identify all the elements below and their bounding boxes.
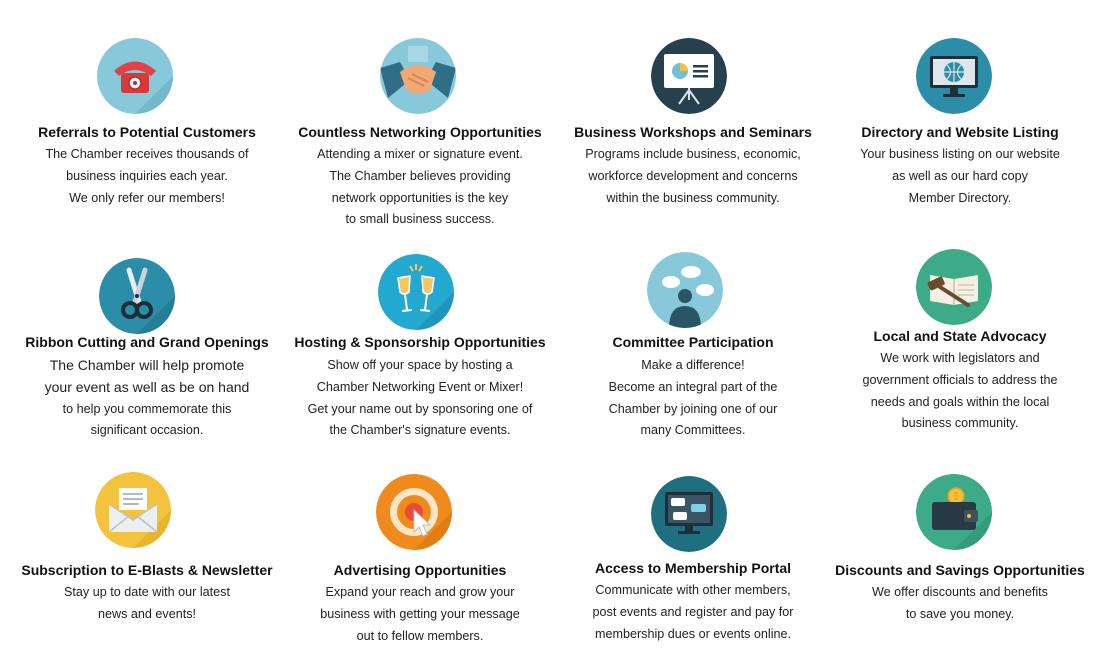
speech-bubbles-person-icon xyxy=(647,252,723,328)
target-cursor-icon xyxy=(376,474,452,550)
feature-title: Hosting & Sponsorship Opportunities xyxy=(294,334,546,350)
wallet-coin-icon xyxy=(916,474,992,550)
description-line: significant occasion. xyxy=(90,423,204,438)
feature-title: Business Workshops and Seminars xyxy=(574,124,812,140)
feature-description: Make a difference! Become an integral pa… xyxy=(555,355,831,442)
feature-title: Directory and Website Listing xyxy=(861,124,1059,140)
description-line: government officials to address the xyxy=(862,372,1058,387)
feature-title: Discounts and Savings Opportunities xyxy=(835,562,1085,578)
description-line: needs and goals within the local xyxy=(870,394,1050,409)
feature-description: Show off your space by hosting a Chamber… xyxy=(282,355,558,442)
description-line: We work with legislators and xyxy=(880,351,1040,365)
feature-title: Ribbon Cutting and Grand Openings xyxy=(25,334,269,350)
description-line: the Chamber's signature events. xyxy=(329,423,511,438)
description-line: many Committees. xyxy=(640,423,746,438)
feature-title: Referrals to Potential Customers xyxy=(38,124,256,140)
description-line: membership dues or events online. xyxy=(594,626,791,641)
feature-title: Advertising Opportunities xyxy=(333,562,507,578)
description-line: post events and register and pay for xyxy=(592,604,794,619)
champagne-toast-icon xyxy=(378,254,454,330)
description-line: The Chamber believes providing xyxy=(329,168,511,183)
description-line: to small business success. xyxy=(345,212,495,227)
description-line: Chamber Networking Event or Mixer! xyxy=(316,379,524,394)
envelope-icon xyxy=(95,472,171,548)
description-line: Make a difference! xyxy=(641,358,745,372)
feature-description: The Chamber receives thousands of busine… xyxy=(9,144,285,209)
description-line: Programs include business, economic, xyxy=(585,147,801,161)
handshake-icon xyxy=(380,38,456,114)
description-line: news and events! xyxy=(97,606,196,621)
feature-description: Communicate with other members, post eve… xyxy=(555,580,831,645)
description-line: to save you money. xyxy=(905,606,1015,621)
chat-monitor-icon xyxy=(651,476,727,552)
description-line: workforce development and concerns xyxy=(588,168,798,183)
description-line: The Chamber receives thousands of xyxy=(45,147,249,161)
telephone-icon xyxy=(97,38,173,114)
feature-title: Countless Networking Opportunities xyxy=(298,124,542,140)
feature-description: Attending a mixer or signature event. Th… xyxy=(282,144,558,231)
feature-title: Access to Membership Portal xyxy=(594,560,792,576)
description-line: network opportunities is the key xyxy=(331,190,509,205)
description-line: as well as our hard copy xyxy=(892,168,1028,183)
feature-description: We work with legislators and government … xyxy=(822,348,1098,435)
description-line: your event as well as be on hand xyxy=(44,378,250,395)
feature-description: Your business listing on our website as … xyxy=(822,144,1098,209)
description-line: to help you commemorate this xyxy=(62,401,232,416)
description-line: Get your name out by sponsoring one of xyxy=(307,401,533,416)
description-line: business community. xyxy=(901,416,1019,431)
gavel-book-icon xyxy=(916,249,992,325)
feature-description: Expand your reach and grow your business… xyxy=(282,582,558,647)
description-line: Attending a mixer or signature event. xyxy=(317,147,523,161)
description-line: Member Directory. xyxy=(908,190,1012,205)
feature-description: Stay up to date with our latest news and… xyxy=(9,582,285,626)
description-line: business inquiries each year. xyxy=(66,168,228,183)
description-line: Become an integral part of the xyxy=(608,379,778,394)
description-line: Show off your space by hosting a xyxy=(327,358,513,372)
presentation-board-icon xyxy=(651,38,727,114)
description-line: out to fellow members. xyxy=(356,628,484,643)
feature-title: Local and State Advocacy xyxy=(873,328,1047,344)
description-line: The Chamber will help promote xyxy=(49,357,245,373)
description-line: Communicate with other members, xyxy=(595,583,791,597)
description-line: We only refer our members! xyxy=(69,190,225,205)
description-line: We offer discounts and benefits xyxy=(872,585,1048,599)
description-line: Chamber by joining one of our xyxy=(608,401,778,416)
feature-description: The Chamber will help promote your event… xyxy=(9,355,285,442)
feature-description: Programs include business, economic, wor… xyxy=(555,144,831,209)
feature-title: Subscription to E-Blasts & Newsletter xyxy=(21,562,273,578)
globe-monitor-icon xyxy=(916,38,992,114)
description-line: Your business listing on our website xyxy=(860,147,1060,161)
scissors-icon xyxy=(99,258,175,334)
description-line: within the business community. xyxy=(606,190,780,205)
description-line: Stay up to date with our latest xyxy=(64,585,230,599)
description-line: Expand your reach and grow your xyxy=(325,585,515,599)
feature-description: We offer discounts and benefits to save … xyxy=(822,582,1098,626)
description-line: business with getting your message xyxy=(320,606,520,621)
feature-title: Committee Participation xyxy=(612,334,774,350)
